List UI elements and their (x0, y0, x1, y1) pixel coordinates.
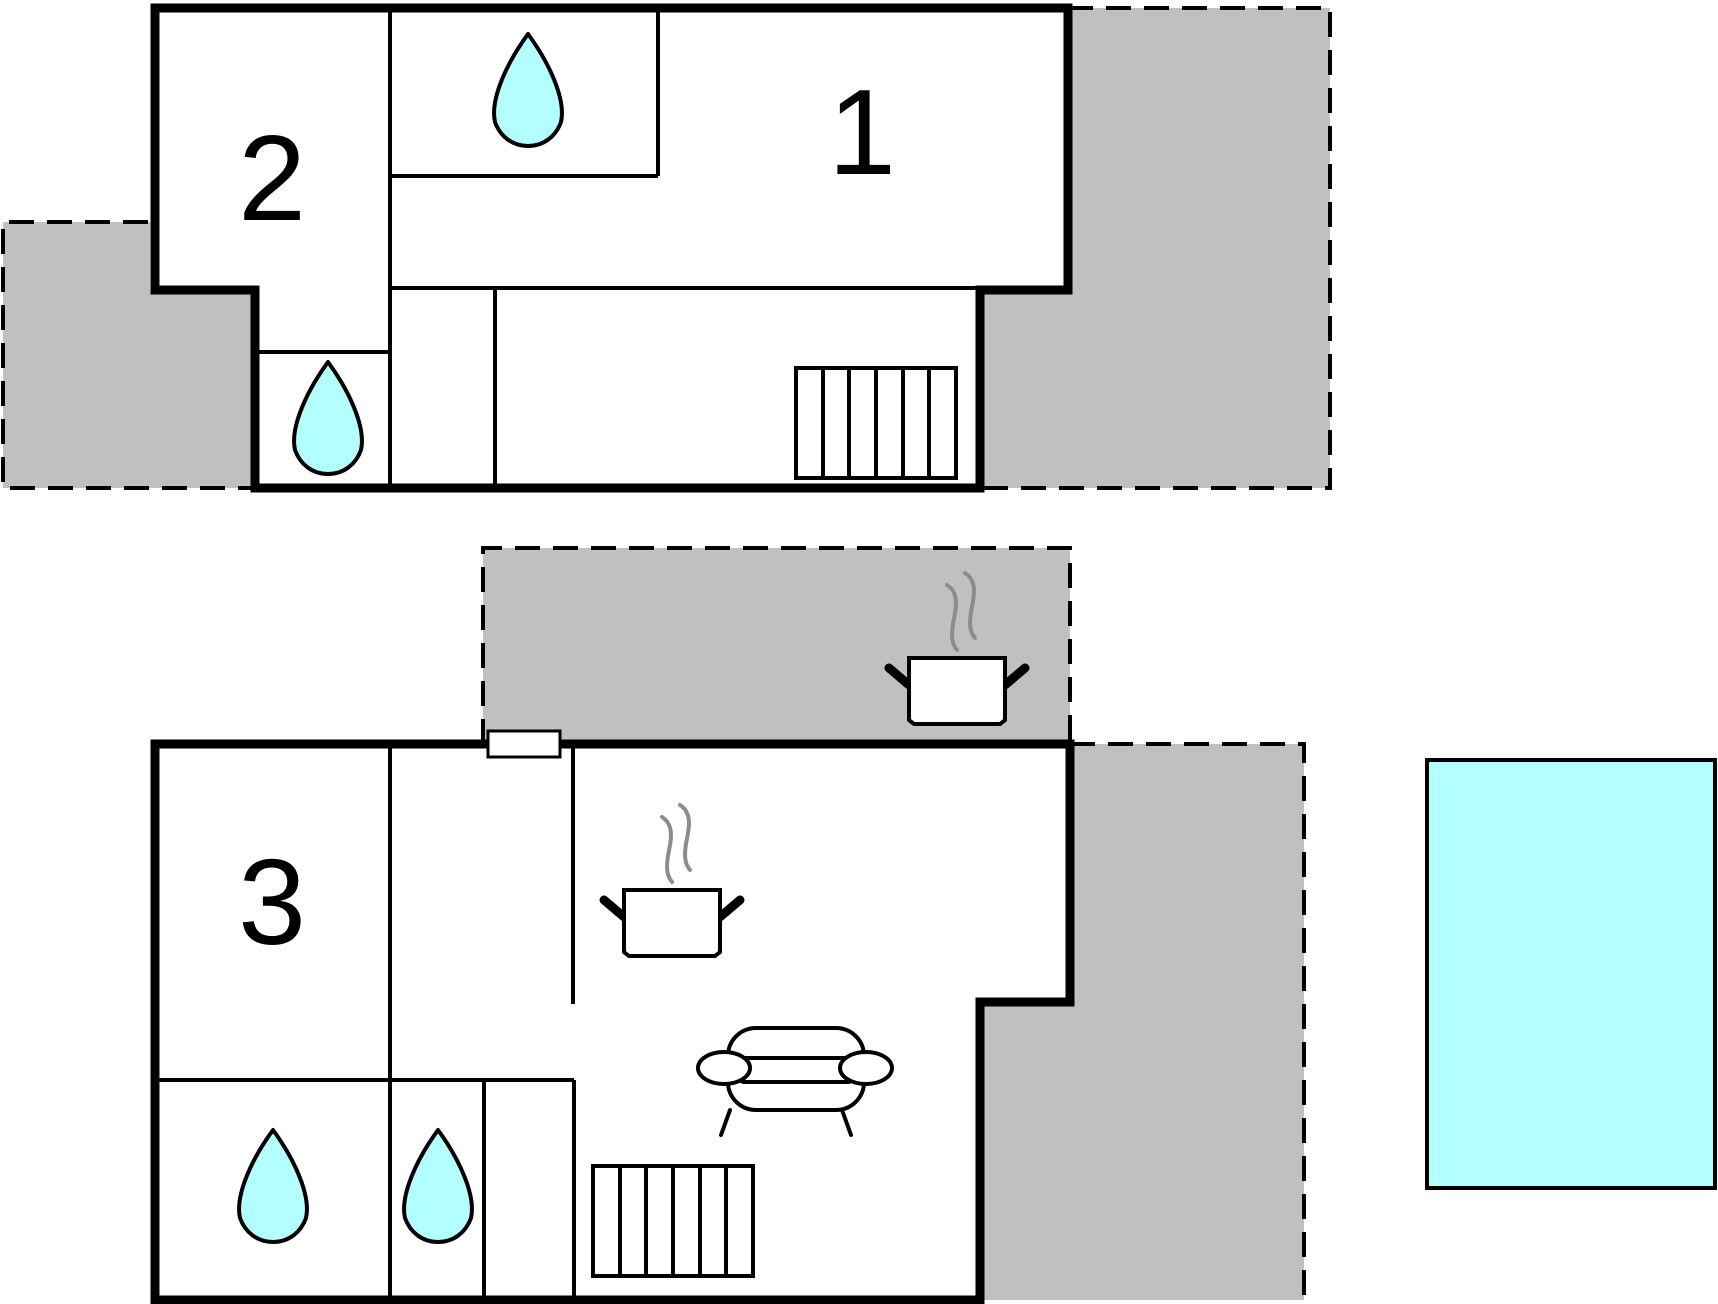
stairs-icon (591, 1164, 755, 1278)
terrace-boundary (481, 546, 1072, 744)
terrace-area (980, 8, 1330, 488)
terrace-boundary (1, 220, 255, 490)
room-3-label: 3 (238, 834, 306, 970)
room-1-label: 1 (828, 64, 896, 200)
terrace-area (980, 744, 1304, 1300)
window (486, 729, 562, 759)
lower-floor: 3 (150, 546, 1306, 1304)
swimming-pool-icon (1425, 758, 1717, 1190)
room-2-label: 2 (238, 110, 306, 246)
terrace-area (3, 222, 255, 488)
upper-floor: 1 2 (1, 3, 1332, 493)
exterior-wall (150, 739, 1075, 1304)
sofa-icon (696, 1026, 894, 1137)
stairs-icon (794, 366, 958, 480)
terrace-boundary (1070, 742, 1306, 1300)
terrace-boundary (980, 6, 1332, 490)
